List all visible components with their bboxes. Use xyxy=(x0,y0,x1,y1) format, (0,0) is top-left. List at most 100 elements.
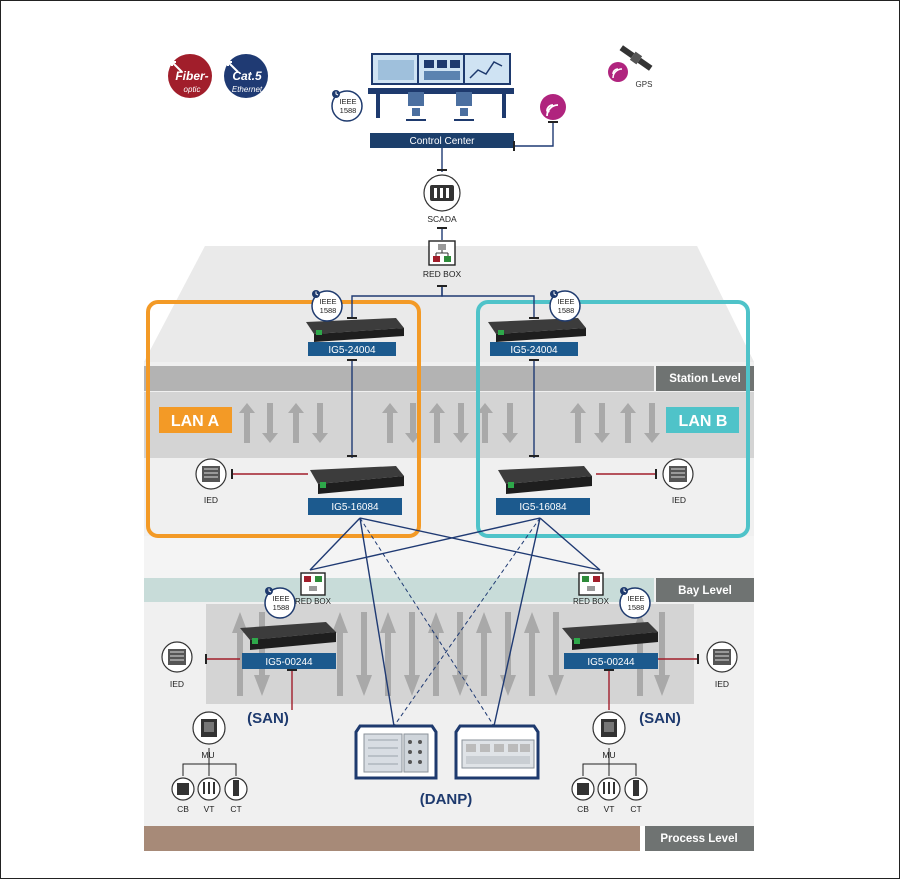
svg-text:1588: 1588 xyxy=(558,306,575,315)
control-center-workstation xyxy=(368,53,514,121)
san-label-b: (SAN) xyxy=(639,710,681,727)
fiber-links xyxy=(206,473,698,710)
station-arrow-band xyxy=(144,392,754,458)
ct-icon-a xyxy=(224,777,248,801)
san-label-a: (SAN) xyxy=(247,710,289,727)
scada-label: SCADA xyxy=(427,214,457,224)
ied-icon-station-b xyxy=(662,458,694,490)
redbox-icon-bay-a xyxy=(300,572,326,596)
station-switch-b-bar xyxy=(490,342,578,356)
cat5-ethernet-legend: Cat.5 Ethernet xyxy=(224,54,268,98)
aggregation-switch-a xyxy=(310,466,404,494)
bay-switch-b xyxy=(562,622,658,650)
svg-text:Ethernet: Ethernet xyxy=(232,85,263,94)
bay-level-bar xyxy=(144,578,654,602)
lan-a-tag xyxy=(159,407,232,433)
cb-icon-b xyxy=(571,777,595,801)
cb-icon-a xyxy=(171,777,195,801)
svg-text:IEEE: IEEE xyxy=(339,97,356,106)
port-ticks xyxy=(205,121,699,671)
station-switch-a-label: IG5-24004 xyxy=(328,345,376,356)
station-switch-a-bar xyxy=(308,342,396,356)
station-switch-a xyxy=(306,318,404,342)
aggregation-switch-b xyxy=(498,466,592,494)
svg-text:IEEE: IEEE xyxy=(627,594,644,603)
mu-label-b: MU xyxy=(602,750,615,760)
ieee1588-badge-a: IEEE 1588 xyxy=(311,289,343,322)
ieee1588-badge-control: IEEE 1588 xyxy=(331,89,363,122)
bay-switch-b-label: IG5-00244 xyxy=(587,657,635,668)
redbox-label-bay-a: RED BOX xyxy=(295,597,332,606)
ct-label-b: CT xyxy=(630,804,641,814)
svg-text:1588: 1588 xyxy=(340,106,357,115)
vt-label-b: VT xyxy=(604,804,615,814)
fiber-optic-legend: Fiber- optic xyxy=(168,54,212,98)
gps-label: GPS xyxy=(636,80,653,89)
ied-icon-bay-b xyxy=(706,641,738,673)
svg-text:IEEE: IEEE xyxy=(557,297,574,306)
station-switch-b-label: IG5-24004 xyxy=(510,345,558,356)
redbox-label-bay-b: RED BOX xyxy=(573,597,610,606)
ied-label-bay-a: IED xyxy=(170,679,184,689)
danp-device-b xyxy=(454,724,540,780)
vt-label-a: VT xyxy=(204,804,215,814)
bay-switch-a-bar xyxy=(242,653,336,669)
wireless-icon xyxy=(540,94,566,120)
svg-text:1588: 1588 xyxy=(628,603,645,612)
cb-label-a: CB xyxy=(177,804,189,814)
svg-text:Cat.5: Cat.5 xyxy=(232,69,262,83)
redbox-label-top: RED BOX xyxy=(423,269,462,279)
ied-label-bay-b: IED xyxy=(715,679,729,689)
redbox-icon-bay-b xyxy=(578,572,604,596)
vt-icon-a xyxy=(197,777,221,801)
ct-label-a: CT xyxy=(230,804,241,814)
svg-text:optic: optic xyxy=(184,85,201,94)
svg-text:Fiber-: Fiber- xyxy=(175,69,208,83)
svg-text:IEEE: IEEE xyxy=(319,297,336,306)
danp-dashed-links xyxy=(359,517,541,727)
process-level-label: Process Level xyxy=(660,833,737,845)
bay-switch-a xyxy=(240,622,336,650)
vt-icon-b xyxy=(597,777,621,801)
lan-b-boundary xyxy=(476,300,750,538)
aggregation-switch-a-bar xyxy=(308,498,402,515)
ieee1588-badge-bay-a: IEEE 1588 xyxy=(264,586,296,619)
station-level-bar xyxy=(144,366,654,391)
process-level-bar xyxy=(144,826,640,851)
ieee1588-badge-b: IEEE 1588 xyxy=(549,289,581,322)
merging-unit-icon-b xyxy=(592,711,626,745)
station-level-label: Station Level xyxy=(669,373,741,385)
ct-icon-b xyxy=(624,777,648,801)
cb-label-b: CB xyxy=(577,804,589,814)
lan-b-label: LAN B xyxy=(679,413,728,430)
redbox-icon-top xyxy=(428,240,456,266)
sensor-links xyxy=(182,748,637,776)
aggregation-switch-a-label: IG5-16084 xyxy=(331,502,379,513)
lan-b-tag xyxy=(666,407,739,433)
bay-switch-b-bar xyxy=(564,653,658,669)
ieee1588-badge-bay-b: IEEE 1588 xyxy=(619,586,651,619)
scada-icon xyxy=(423,174,461,212)
ied-icon-bay-a xyxy=(161,641,193,673)
station-level-tag xyxy=(656,366,754,391)
bay-level-label: Bay Level xyxy=(678,585,732,597)
svg-text:1588: 1588 xyxy=(273,603,290,612)
control-center-label: Control Center xyxy=(409,136,475,147)
svg-text:1588: 1588 xyxy=(320,306,337,315)
aggregation-switch-b-label: IG5-16084 xyxy=(519,502,567,513)
mu-label-a: MU xyxy=(201,750,214,760)
svg-text:IEEE: IEEE xyxy=(272,594,289,603)
cat5-links xyxy=(309,122,601,727)
bay-level-tag xyxy=(656,578,754,602)
control-center-bar xyxy=(370,133,514,148)
ied-label-station-a: IED xyxy=(204,495,218,505)
station-switch-b xyxy=(488,318,586,342)
process-level-tag xyxy=(645,826,754,851)
gps-satellite-icon xyxy=(608,45,653,82)
merging-unit-icon-a xyxy=(192,711,226,745)
ied-icon-station-a xyxy=(195,458,227,490)
aggregation-switch-b-bar xyxy=(496,498,590,515)
lan-a-label: LAN A xyxy=(171,413,220,430)
